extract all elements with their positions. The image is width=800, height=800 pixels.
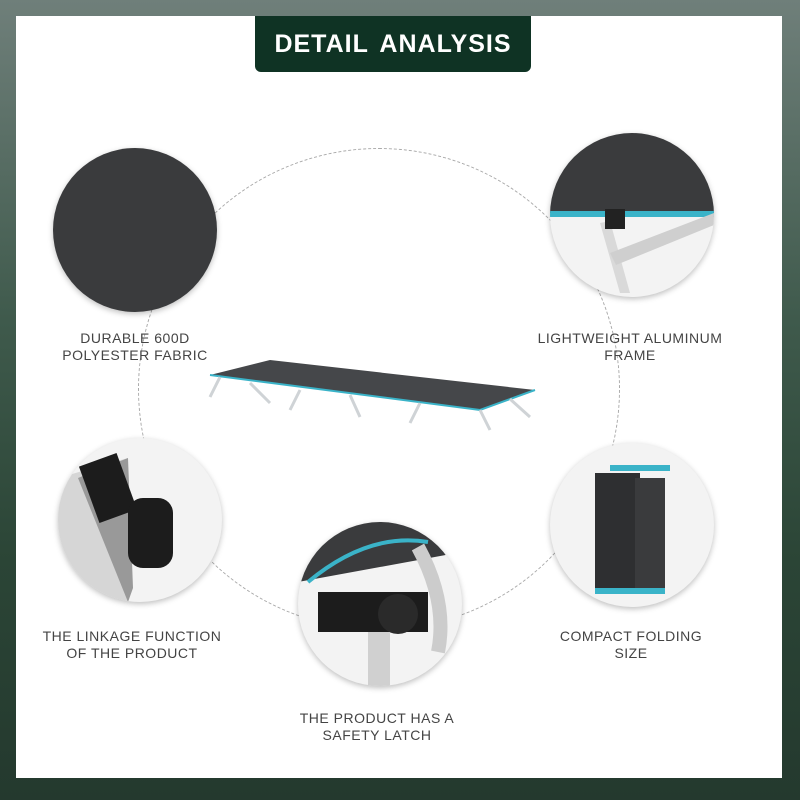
feature-label-frame: LIGHTWEIGHT ALUMINUM FRAME: [510, 330, 750, 364]
label-line: SAFETY LATCH: [322, 727, 432, 743]
folding-cot-image: [208, 360, 536, 431]
label-line: COMPACT FOLDING: [559, 628, 703, 644]
label-line: DURABLE 600D: [80, 330, 190, 346]
label-line: THE LINKAGE FUNCTION: [42, 628, 222, 644]
fabric-detail-image: [53, 148, 217, 312]
feature-label-latch: THE PRODUCT HAS A SAFETY LATCH: [257, 710, 497, 744]
linkage-detail-image: [58, 438, 222, 602]
label-line: FRAME: [604, 347, 656, 363]
label-line: SIZE: [614, 645, 648, 661]
label-line: LIGHTWEIGHT ALUMINUM: [537, 330, 723, 346]
label-line: OF THE PRODUCT: [66, 645, 198, 661]
folded-cot-image: [550, 443, 714, 607]
latch-detail-image: [298, 522, 462, 686]
frame-detail-image: [550, 133, 714, 297]
feature-label-linkage: THE LINKAGE FUNCTION OF THE PRODUCT: [12, 628, 252, 662]
page-title: DETAIL ANALYSIS: [255, 16, 531, 72]
label-line: POLYESTER FABRIC: [62, 347, 208, 363]
label-line: THE PRODUCT HAS A: [299, 710, 455, 726]
feature-label-fabric: DURABLE 600D POLYESTER FABRIC: [15, 330, 255, 364]
feature-label-compact: COMPACT FOLDING SIZE: [511, 628, 751, 662]
